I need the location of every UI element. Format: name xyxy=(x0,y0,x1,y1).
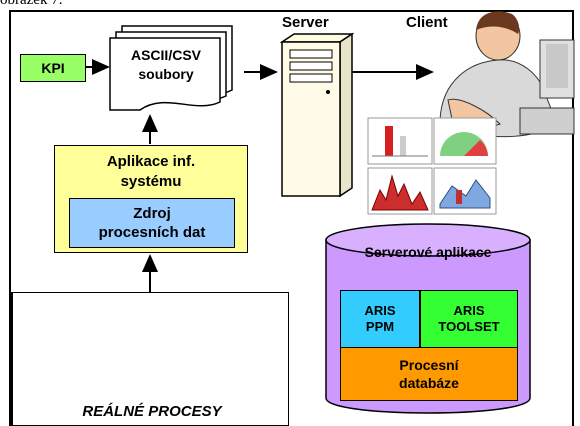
app-box: Aplikace inf. systému Zdroj procesních d… xyxy=(54,145,248,253)
aris-ppm-line2: PPM xyxy=(365,319,395,334)
files-label-line2: soubory xyxy=(138,66,194,82)
diagram-frame xyxy=(9,10,574,426)
files-label: ASCII/CSV soubory xyxy=(110,46,222,84)
files-stack xyxy=(109,25,233,111)
app-title: Aplikace inf. systému xyxy=(55,152,247,192)
source-line2: procesních dat xyxy=(98,224,206,241)
source-box: Zdroj procesních dat xyxy=(69,198,235,248)
aris-toolset-line1: ARIS xyxy=(453,303,485,318)
client-label: Client xyxy=(406,14,448,31)
figure-caption: obrázek 7. xyxy=(0,0,63,8)
aris-ppm-line1: ARIS xyxy=(364,303,396,318)
app-title-line2: systému xyxy=(120,173,182,190)
process-db-line2: databáze xyxy=(399,375,459,391)
process-db-box: Procesní databáze xyxy=(340,347,518,401)
process-db-line1: Procesní xyxy=(399,357,459,373)
server-label: Server xyxy=(282,14,329,31)
report-charts-thumbnails xyxy=(367,117,497,215)
kpi-box: KPI xyxy=(20,54,86,82)
files-label-line1: ASCII/CSV xyxy=(130,47,201,63)
real-processes-label: REÁLNÉ PROCESY xyxy=(82,403,222,420)
kpi-label: KPI xyxy=(41,60,65,76)
aris-ppm-box: ARIS PPM xyxy=(340,290,420,348)
server-apps-title: Serverové aplikace xyxy=(364,244,492,260)
real-processes-box: REÁLNÉ PROCESY xyxy=(11,292,289,426)
server-tower-icon xyxy=(279,32,355,198)
app-title-line1: Aplikace inf. xyxy=(106,153,196,170)
source-line1: Zdroj xyxy=(133,205,171,222)
aris-toolset-line2: TOOLSET xyxy=(438,319,500,334)
aris-toolset-box: ARIS TOOLSET xyxy=(420,290,518,348)
